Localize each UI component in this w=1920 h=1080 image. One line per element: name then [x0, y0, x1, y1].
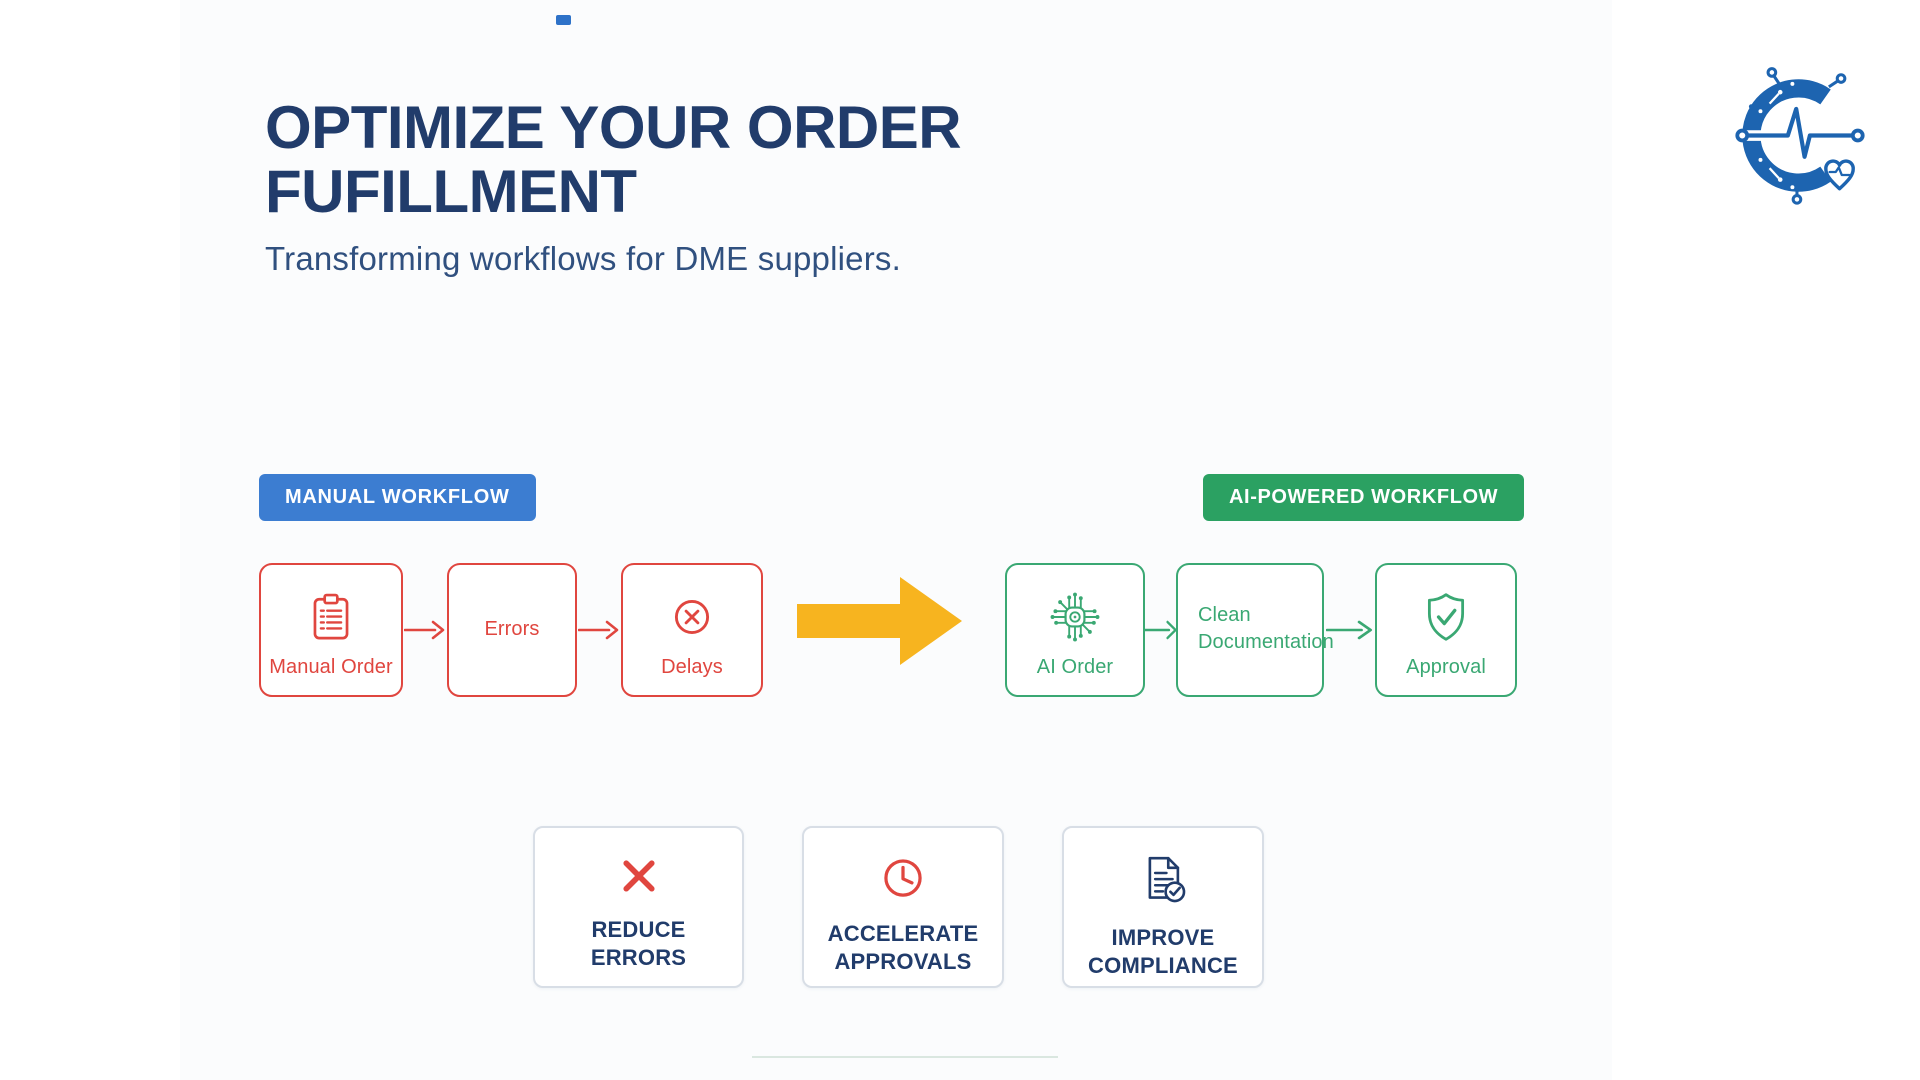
x-icon: [615, 852, 663, 900]
decorative-dash: [556, 15, 571, 25]
title-line-2: FUFILLMENT: [265, 158, 637, 226]
step-label: Approval: [1406, 656, 1486, 678]
benefit-label-line-1: ACCELERATE: [827, 921, 979, 946]
step-label: Clean Documentation: [1198, 602, 1334, 656]
arrow-right-icon: [1326, 620, 1373, 640]
bottom-divider: [752, 1056, 1058, 1058]
benefit-label: IMPROVE COMPLIANCE: [1088, 924, 1238, 980]
header: OPTIMIZE YOUR ORDER FUFILLMENT Transform…: [265, 94, 1225, 278]
company-logo-icon: [1735, 67, 1865, 205]
step-label-line-1: Clean: [1198, 604, 1251, 626]
arrow-right-icon: [404, 620, 445, 640]
step-approval: Approval: [1375, 563, 1517, 697]
shield-check-icon: [1418, 579, 1474, 655]
benefit-card-improve-compliance: IMPROVE COMPLIANCE: [1062, 826, 1264, 988]
benefit-card-accelerate-approvals: ACCELERATE APPROVALS: [802, 826, 1004, 988]
document-check-icon: [1135, 852, 1191, 908]
step-clean-documentation: Clean Documentation: [1176, 563, 1334, 697]
title-line-1: OPTIMIZE YOUR ORDER: [265, 94, 962, 161]
benefit-label-line-2: COMPLIANCE: [1088, 952, 1238, 978]
benefit-card-reduce-errors: REDUCE ERRORS: [533, 826, 744, 988]
benefit-label: REDUCE ERRORS: [591, 916, 686, 972]
clipboard-icon: [304, 579, 358, 655]
benefit-label-line-2: ERRORS: [590, 944, 687, 970]
step-manual-order: Manual Order: [259, 563, 403, 697]
arrow-right-icon: [1144, 620, 1177, 640]
step-label: Delays: [661, 656, 723, 678]
step-label: AI Order: [1036, 656, 1114, 678]
page-subtitle: Transforming workflows for DME suppliers…: [265, 240, 901, 278]
step-label: Errors: [484, 618, 540, 640]
transform-arrow-icon: [797, 577, 962, 665]
step-delays: Delays: [621, 563, 763, 697]
ai-chip-icon: [1046, 579, 1104, 655]
circle-x-icon: [665, 579, 719, 655]
arrow-right-icon: [578, 620, 619, 640]
benefit-label-line-1: IMPROVE: [1111, 925, 1215, 950]
manual-workflow-badge: MANUAL WORKFLOW: [259, 474, 536, 521]
benefit-label: ACCELERATE APPROVALS: [828, 920, 979, 976]
benefit-label-line-1: REDUCE: [591, 917, 686, 942]
step-label: Manual Order: [269, 656, 393, 678]
page-title: OPTIMIZE YOUR ORDER FUFILLMENT: [265, 94, 1225, 226]
benefit-label-line-2: APPROVALS: [834, 948, 972, 974]
clock-icon: [877, 852, 929, 904]
ai-workflow-badge: AI-POWERED WORKFLOW: [1203, 474, 1525, 521]
step-errors: Errors: [447, 563, 577, 697]
step-ai-order: AI Order: [1005, 563, 1145, 697]
step-label-line-2: Documentation: [1198, 631, 1334, 653]
